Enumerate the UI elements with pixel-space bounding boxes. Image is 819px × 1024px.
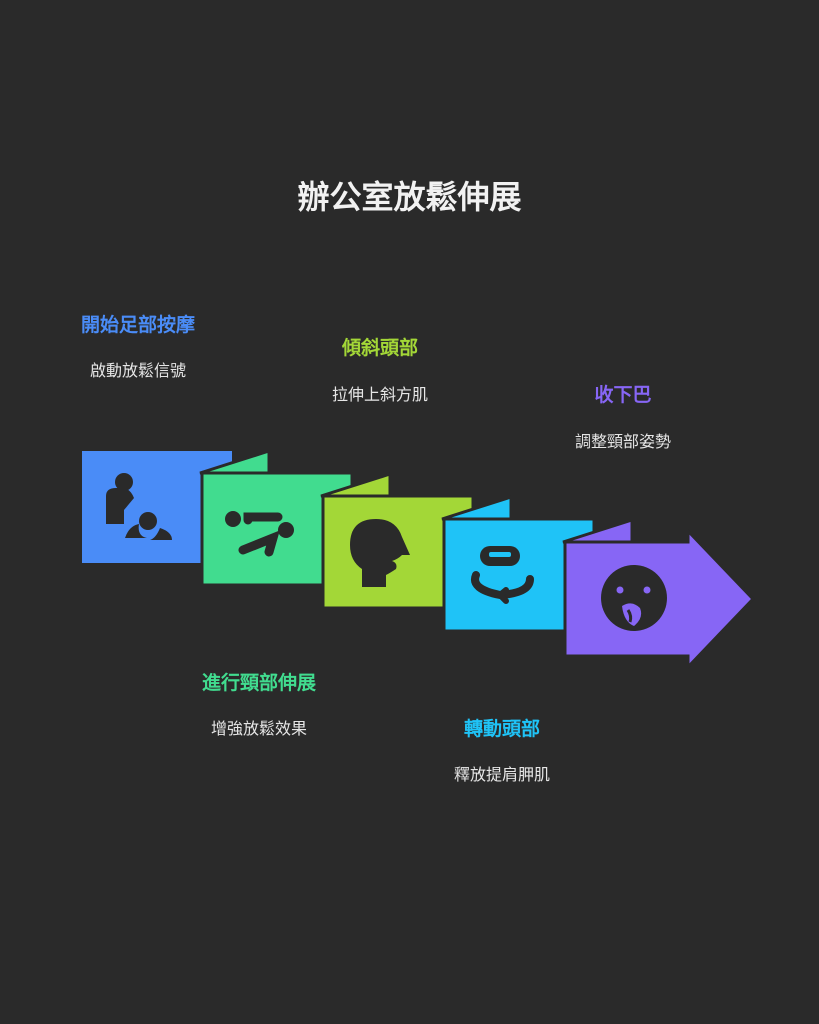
step-3-desc: 拉伸上斜方肌 [331,385,428,404]
massage-icon [106,473,172,540]
step-1-desc: 啟動放鬆信號 [89,361,186,380]
step-5-desc: 調整頸部姿勢 [574,432,671,451]
stretch-icon [225,511,294,557]
panel-2 [199,448,354,587]
chin-tuck-icon [601,565,667,631]
head-tilt-icon [350,519,410,587]
step-4-desc: 釋放提肩胛肌 [453,765,550,784]
step-1-title: 開始足部按摩 [80,314,195,336]
page-title: 辦公室放鬆伸展 [297,178,522,216]
head-rotate-icon [471,546,534,604]
step-5-title: 收下巴 [594,384,652,406]
panel-5 [562,517,756,671]
step-3-title: 傾斜頭部 [341,337,418,359]
step-4-title: 轉動頭部 [463,718,540,740]
step-2-desc: 增強放鬆效果 [210,719,307,738]
step-2-title: 進行頸部伸展 [201,672,316,694]
